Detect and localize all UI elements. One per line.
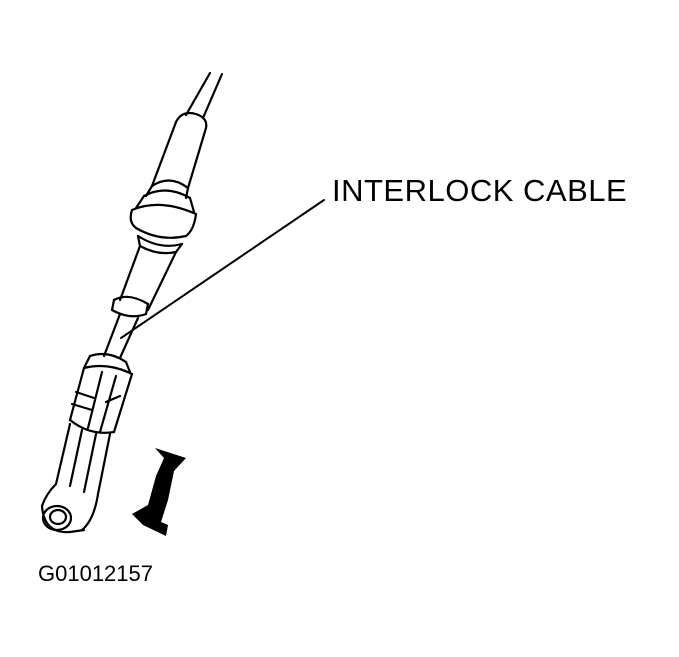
callout-label-interlock-cable: INTERLOCK CABLE [332, 173, 628, 208]
pivot-pin [41, 504, 73, 532]
end-fitting-connector [68, 352, 134, 434]
figure-id: G01012157 [38, 561, 153, 586]
callout-leader-line [120, 199, 325, 339]
grommet-collar [129, 179, 198, 255]
upper-cable-strands [184, 71, 224, 120]
inner-cable-rod [102, 312, 140, 360]
clevis-fork-end [40, 422, 112, 534]
tapered-sheath [110, 244, 178, 318]
cable-housing-tip [150, 111, 208, 190]
movement-direction-arrow [132, 448, 186, 536]
